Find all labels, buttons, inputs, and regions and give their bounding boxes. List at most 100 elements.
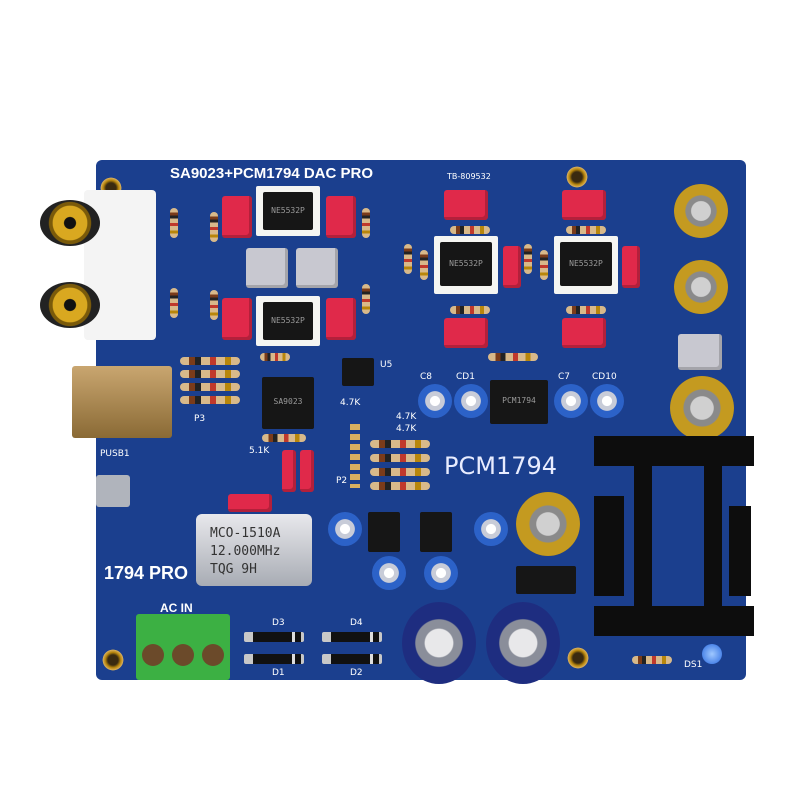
electrolytic-capacitor bbox=[674, 184, 728, 238]
resistor bbox=[566, 226, 606, 234]
d2-label: D2 bbox=[350, 668, 363, 678]
terminal-screw bbox=[142, 644, 164, 666]
opamp-text: NE5532P bbox=[569, 259, 603, 268]
resistor bbox=[370, 454, 430, 462]
d4-label: D4 bbox=[350, 618, 363, 628]
opamp-chip: NE5532P bbox=[440, 242, 492, 286]
electrolytic-capacitor bbox=[590, 384, 624, 418]
opamp-chip: NE5532P bbox=[263, 192, 313, 230]
film-capacitor bbox=[503, 246, 521, 288]
film-capacitor bbox=[326, 298, 356, 340]
diode bbox=[244, 654, 304, 664]
opamp-text: NE5532P bbox=[271, 316, 305, 325]
electrolytic-capacitor bbox=[516, 492, 580, 556]
electrolytic-capacitor bbox=[418, 384, 452, 418]
electrolytic-capacitor bbox=[670, 376, 734, 440]
electrolytic-capacitor bbox=[674, 260, 728, 314]
model-label: 1794 PRO bbox=[104, 563, 189, 583]
regulator-chip bbox=[342, 358, 374, 386]
dac-chip-text: PCM1794 bbox=[502, 396, 536, 405]
heatsink-fin bbox=[594, 496, 624, 596]
diode bbox=[244, 632, 304, 642]
resistor bbox=[632, 656, 672, 664]
electrolytic-capacitor bbox=[554, 384, 588, 418]
p2-label: P2 bbox=[336, 476, 348, 486]
electrolytic-capacitor bbox=[424, 556, 458, 590]
film-capacitor bbox=[444, 190, 488, 220]
c7-label: C7 bbox=[558, 372, 571, 382]
heatsink bbox=[594, 436, 754, 646]
crystal-oscillator: MCO-1510A 12.000MHz TQG 9H bbox=[196, 514, 312, 586]
opamp-text: NE5532P bbox=[449, 259, 483, 268]
film-capacitor bbox=[444, 318, 488, 348]
d3-label: D3 bbox=[272, 618, 285, 628]
cd10-label: CD10 bbox=[592, 372, 617, 382]
resistor bbox=[170, 288, 178, 318]
heatsink-fin bbox=[704, 456, 722, 636]
micro-usb-port bbox=[96, 475, 130, 507]
mounting-hole bbox=[565, 165, 589, 189]
film-capacitor bbox=[228, 494, 272, 512]
heatsink-fin bbox=[634, 456, 652, 636]
resistor bbox=[180, 370, 240, 378]
filter-capacitor bbox=[402, 602, 476, 684]
film-capacitor bbox=[222, 196, 252, 238]
ac-in-label: AC IN bbox=[160, 601, 193, 615]
rca-jack-top bbox=[40, 200, 100, 246]
resistor bbox=[566, 306, 606, 314]
resistor bbox=[362, 208, 370, 238]
usb-receiver-chip: SA9023 bbox=[262, 377, 314, 429]
electrolytic-capacitor bbox=[454, 384, 488, 418]
electrolytic-capacitor bbox=[474, 512, 508, 546]
heatsink-fin bbox=[594, 436, 754, 466]
resistor-4k7-label: 4.7K bbox=[396, 424, 417, 434]
resistor-5k1-label: 5.1K bbox=[249, 446, 270, 456]
resistor bbox=[450, 226, 490, 234]
resistor bbox=[370, 440, 430, 448]
resistor bbox=[370, 482, 430, 490]
resistor bbox=[450, 306, 490, 314]
film-capacitor bbox=[622, 246, 640, 288]
led-indicator bbox=[702, 644, 722, 664]
film-capacitor-grey bbox=[246, 248, 288, 288]
serial-label: TB-809532 bbox=[447, 172, 491, 181]
resistor-4k7-label: 4.7K bbox=[340, 398, 361, 408]
resistor bbox=[404, 244, 412, 274]
cd1-label: CD1 bbox=[456, 372, 475, 382]
pcm1794-silkscreen: PCM1794 bbox=[444, 452, 558, 480]
resistor bbox=[370, 468, 430, 476]
resistor bbox=[260, 353, 290, 361]
resistor bbox=[540, 250, 548, 280]
resistor bbox=[180, 357, 240, 365]
resistor bbox=[488, 353, 538, 361]
film-capacitor-grey bbox=[678, 334, 722, 370]
voltage-regulator bbox=[368, 512, 400, 552]
resistor bbox=[170, 208, 178, 238]
dac-chip: PCM1794 bbox=[490, 380, 548, 424]
opamp-chip: NE5532P bbox=[560, 242, 612, 286]
resistor-4k7-label: 4.7K bbox=[396, 412, 417, 422]
filter-capacitor bbox=[486, 602, 560, 684]
mounting-hole bbox=[566, 646, 590, 670]
film-capacitor bbox=[222, 298, 252, 340]
film-capacitor bbox=[562, 190, 606, 220]
resistor bbox=[210, 290, 218, 320]
electrolytic-capacitor bbox=[328, 512, 362, 546]
oscillator-line2: 12.000MHz bbox=[210, 544, 281, 559]
resistor bbox=[262, 434, 306, 442]
usb-label: PUSB1 bbox=[100, 449, 130, 459]
d1-label: D1 bbox=[272, 668, 285, 678]
film-capacitor bbox=[326, 196, 356, 238]
film-capacitor bbox=[562, 318, 606, 348]
usb-b-connector bbox=[72, 366, 172, 438]
diode bbox=[322, 632, 382, 642]
film-capacitor bbox=[282, 450, 296, 492]
ac-terminal-block bbox=[136, 614, 230, 680]
p3-label: P3 bbox=[194, 414, 206, 424]
resistor bbox=[210, 212, 218, 242]
board-title: SA9023+PCM1794 DAC PRO bbox=[170, 165, 374, 182]
oscillator-line1: MCO-1510A bbox=[210, 526, 281, 541]
opamp-chip: NE5532P bbox=[263, 302, 313, 340]
c8-label: C8 bbox=[420, 372, 433, 382]
usb-chip-text: SA9023 bbox=[273, 397, 303, 406]
